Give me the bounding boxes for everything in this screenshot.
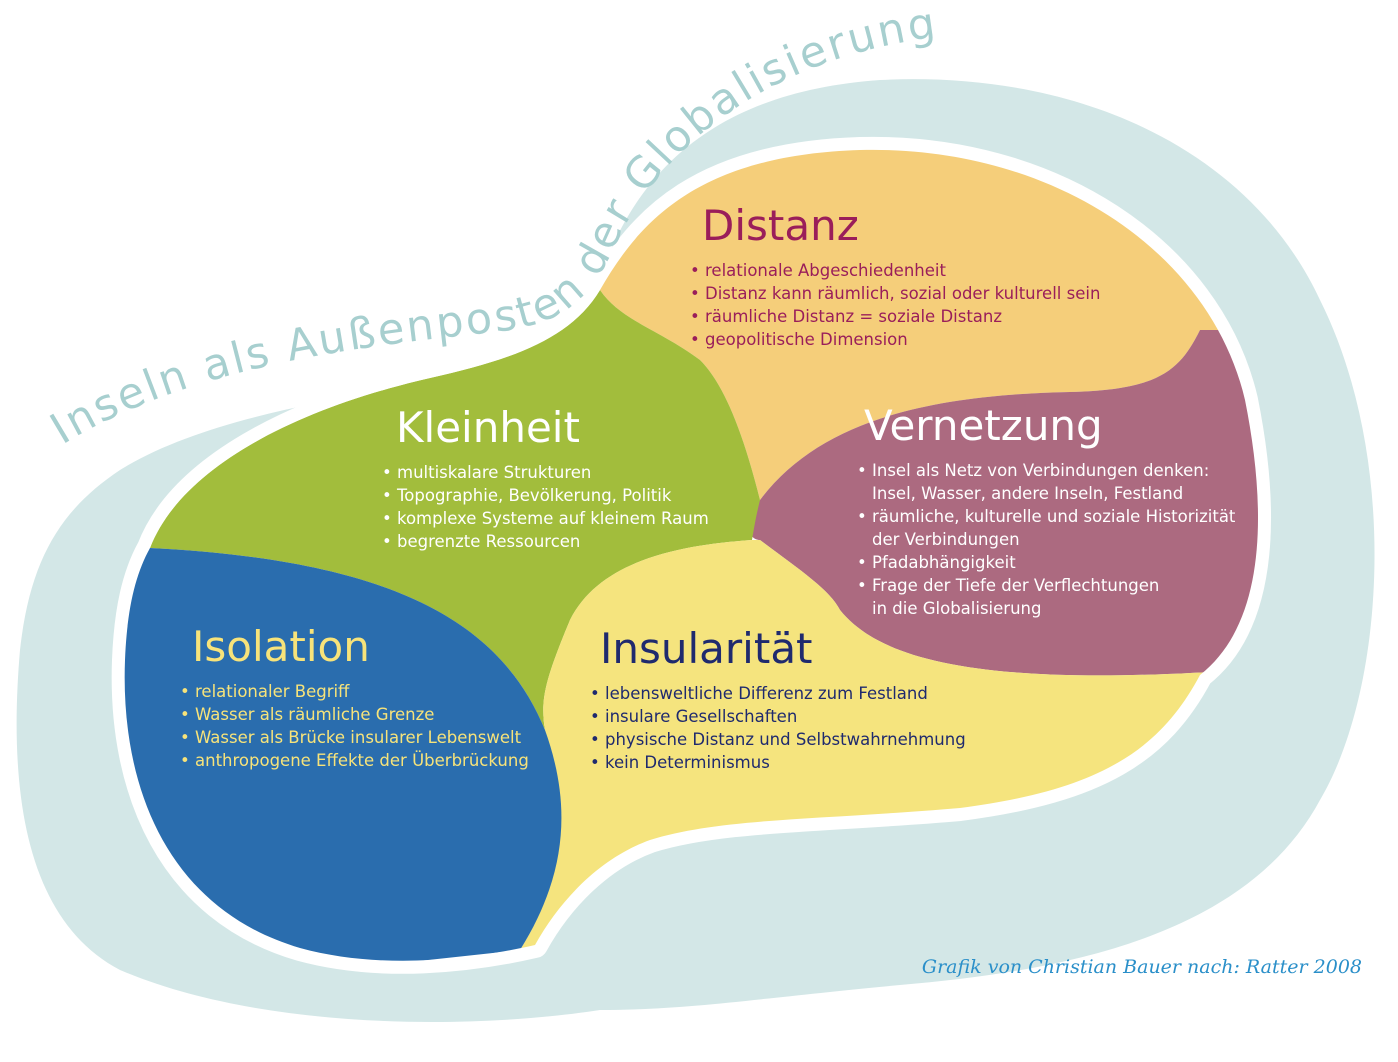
isolation-heading: Isolation	[192, 622, 370, 671]
list-item: relationale Abgeschiedenheit	[690, 259, 1100, 282]
list-item: Wasser als Brücke insularer Lebenswelt	[180, 726, 529, 749]
kleinheit-heading: Kleinheit	[396, 403, 580, 452]
list-item: physische Distanz und Selbstwahrnehmung	[590, 728, 966, 751]
insularitaet-heading: Insularität	[600, 624, 813, 673]
distanz-block: Distanz relationale Abgeschiedenheit Dis…	[690, 201, 1100, 352]
isolation-block: Isolation relationaler Begriff Wasser al…	[180, 622, 529, 773]
vernetzung-list: Insel als Netz von Verbindungen denken: …	[857, 459, 1235, 620]
distanz-list: relationale Abgeschiedenheit Distanz kan…	[690, 259, 1100, 351]
vernetzung-heading: Vernetzung	[864, 401, 1103, 450]
list-item: Pfadabhängigkeit	[857, 551, 1235, 574]
list-item: begrenzte Ressourcen	[382, 530, 709, 553]
kleinheit-block: Kleinheit multiskalare Strukturen Topogr…	[382, 403, 709, 554]
distanz-heading: Distanz	[702, 201, 859, 250]
list-item: multiskalare Strukturen	[382, 461, 709, 484]
list-item: komplexe Systeme auf kleinem Raum	[382, 507, 709, 530]
list-item: Insel als Netz von Verbindungen denken: …	[857, 459, 1235, 505]
list-item: Topographie, Bevölkerung, Politik	[382, 484, 709, 507]
list-item: Distanz kann räumlich, sozial oder kultu…	[690, 282, 1100, 305]
list-item: Frage der Tiefe der Verflechtungen in di…	[857, 574, 1235, 620]
source-credit: Grafik von Christian Bauer nach: Ratter …	[921, 956, 1362, 978]
list-item: insulare Gesellschaften	[590, 705, 966, 728]
list-item: räumliche Distanz = soziale Distanz	[690, 305, 1100, 328]
list-item: Wasser als räumliche Grenze	[180, 703, 529, 726]
list-item: geopolitische Dimension	[690, 328, 1100, 351]
insularitaet-block: Insularität lebensweltliche Differenz zu…	[590, 624, 966, 775]
vernetzung-block: Vernetzung Insel als Netz von Verbindung…	[857, 405, 1235, 620]
list-item: relationaler Begriff	[180, 680, 529, 703]
list-item: lebensweltliche Differenz zum Festland	[590, 682, 966, 705]
list-item: anthropogene Effekte der Überbrückung	[180, 749, 529, 772]
isolation-list: relationaler Begriff Wasser als räumlich…	[180, 680, 529, 772]
list-item: räumliche, kulturelle und soziale Histor…	[857, 505, 1235, 551]
kleinheit-list: multiskalare Strukturen Topographie, Bev…	[382, 461, 709, 553]
insularitaet-list: lebensweltliche Differenz zum Festland i…	[590, 682, 966, 774]
list-item: kein Determinismus	[590, 751, 966, 774]
